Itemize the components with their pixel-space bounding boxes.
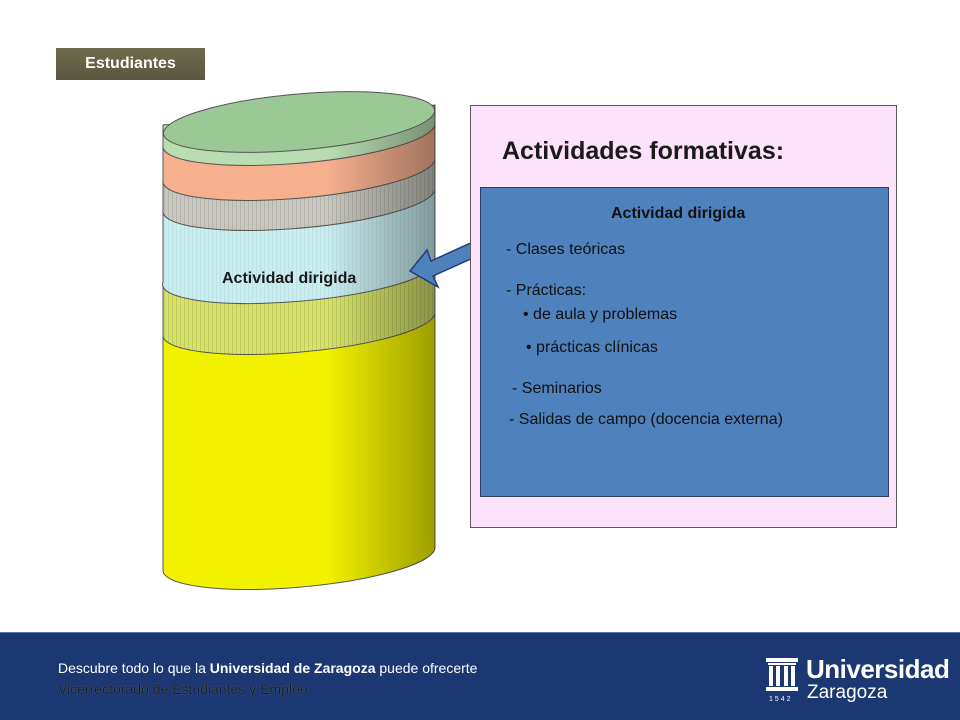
- list-sub-item: • de aula y problemas: [523, 306, 678, 323]
- activity-box: [480, 187, 889, 497]
- logo-text-universidad: Universidad: [806, 654, 950, 684]
- footer-tagline: Descubre todo lo que la Universidad de Z…: [58, 660, 477, 676]
- list-item: - Clases teóricas: [506, 241, 626, 258]
- footer-department: Vicerrectorado de Estudiantes y Empleo: [58, 681, 308, 697]
- footer-tagline-post: puede ofrecerte: [375, 660, 478, 676]
- list-item: - Prácticas:: [506, 282, 587, 299]
- list-sub-item: • prácticas clínicas: [526, 339, 658, 356]
- logo-text-zaragoza: Zaragoza: [807, 682, 888, 703]
- footer: [0, 632, 960, 720]
- band-yellow: [162, 309, 436, 590]
- panel-title: Actividades formativas:: [502, 137, 785, 165]
- list-item: - Salidas de campo (docencia externa): [509, 411, 783, 428]
- list-item: - Seminarios: [512, 380, 602, 397]
- logo-year: 1542: [769, 696, 793, 703]
- cylinder-highlight-label: Actividad dirigida: [222, 270, 357, 287]
- box-title: Actividad dirigida: [611, 205, 746, 222]
- stacked-cylinder: [162, 91, 506, 590]
- university-logo[interactable]: Universidad Zaragoza 1542: [760, 652, 950, 708]
- footer-tagline-pre: Descubre todo lo que la: [58, 660, 210, 676]
- building-icon: [766, 658, 798, 691]
- section-tag: Estudiantes: [56, 48, 205, 80]
- footer-tagline-bold: Universidad de Zaragoza: [209, 660, 376, 676]
- band-green: [162, 91, 436, 166]
